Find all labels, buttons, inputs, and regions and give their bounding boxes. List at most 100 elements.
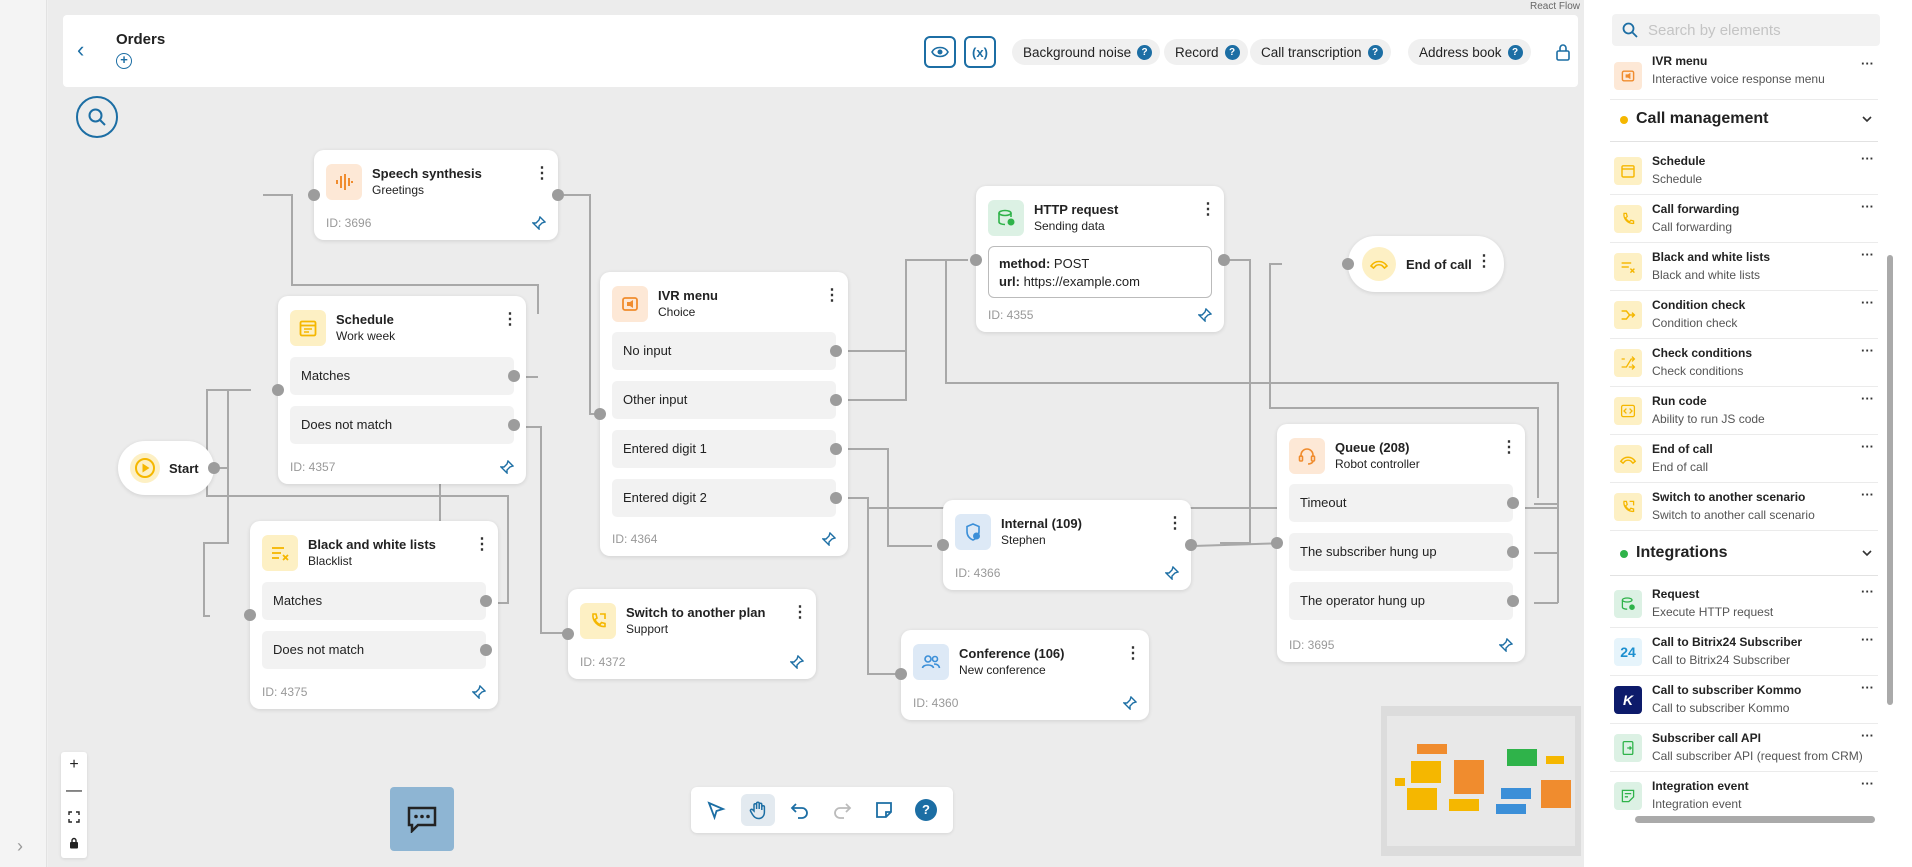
pill-record[interactable]: Record ? bbox=[1164, 39, 1248, 65]
more-icon[interactable]: ··· bbox=[1861, 584, 1874, 599]
output-handle[interactable] bbox=[508, 419, 520, 431]
expand-rail-icon[interactable]: › bbox=[17, 836, 23, 856]
more-icon[interactable]: ··· bbox=[1861, 487, 1874, 502]
panel-item-bitrix24[interactable]: 24 Call to Bitrix24 Subscriber Call to B… bbox=[1610, 628, 1878, 676]
zoom-out-icon[interactable]: — bbox=[66, 782, 82, 799]
input-handle[interactable] bbox=[970, 254, 982, 266]
output-handle[interactable] bbox=[1507, 595, 1519, 607]
more-options-icon[interactable]: ⋮ bbox=[502, 311, 518, 328]
minimap[interactable] bbox=[1381, 706, 1581, 856]
panel-item-kommo[interactable]: K Call to subscriber Kommo Call to subsc… bbox=[1610, 676, 1878, 724]
output-handle[interactable] bbox=[1507, 546, 1519, 558]
output-handle[interactable] bbox=[830, 443, 842, 455]
panel-item-check-conditions[interactable]: Check conditions Check conditions ··· bbox=[1610, 339, 1878, 387]
more-icon[interactable]: ··· bbox=[1861, 151, 1874, 166]
more-icon[interactable]: ··· bbox=[1861, 776, 1874, 791]
output-handle[interactable] bbox=[508, 370, 520, 382]
more-options-icon[interactable]: ⋮ bbox=[1476, 253, 1492, 270]
input-handle[interactable] bbox=[1342, 258, 1354, 270]
help-button[interactable]: ? bbox=[909, 794, 943, 826]
fit-view-icon[interactable] bbox=[61, 804, 87, 830]
more-icon[interactable]: ··· bbox=[1861, 391, 1874, 406]
branch-row[interactable]: Does not match bbox=[290, 406, 514, 444]
node-ivr-menu[interactable]: IVR menu Choice ⋮ No input Other input E… bbox=[594, 272, 848, 556]
pill-call-transcription[interactable]: Call transcription ? bbox=[1250, 39, 1391, 65]
add-icon[interactable]: + bbox=[116, 53, 132, 69]
more-icon[interactable]: ··· bbox=[1861, 199, 1874, 214]
output-handle[interactable] bbox=[830, 492, 842, 504]
redo-button[interactable] bbox=[825, 794, 859, 826]
panel-section-integrations[interactable]: Integrations bbox=[1610, 532, 1878, 576]
branch-row[interactable]: The subscriber hung up bbox=[1289, 533, 1513, 571]
node-start[interactable]: Start bbox=[118, 441, 220, 495]
lock-icon[interactable] bbox=[1555, 43, 1571, 61]
output-handle[interactable] bbox=[480, 644, 492, 656]
branch-row[interactable]: Does not match bbox=[262, 631, 486, 669]
react-flow-attribution[interactable]: React Flow bbox=[1529, 1, 1580, 12]
undo-button[interactable] bbox=[783, 794, 817, 826]
output-handle[interactable] bbox=[830, 345, 842, 357]
panel-item-switch-scenario[interactable]: Switch to another scenario Switch to ano… bbox=[1610, 483, 1878, 531]
panel-item-call-forwarding[interactable]: Call forwarding Call forwarding ··· bbox=[1610, 195, 1878, 243]
pill-background-noise[interactable]: Background noise ? bbox=[1012, 39, 1161, 65]
node-speech-synthesis[interactable]: Speech synthesis Greetings ⋮ ID: 3696 bbox=[308, 150, 564, 240]
panel-item-black-white-lists[interactable]: Black and white lists Black and white li… bbox=[1610, 243, 1878, 291]
more-options-icon[interactable]: ⋮ bbox=[1167, 515, 1183, 532]
canvas-search-button[interactable] bbox=[76, 96, 118, 138]
panel-scrollbar[interactable] bbox=[1887, 255, 1893, 705]
panel-item-condition-check[interactable]: Condition check Condition check ··· bbox=[1610, 291, 1878, 339]
branch-row[interactable]: Matches bbox=[262, 582, 486, 620]
branch-row[interactable]: Matches bbox=[290, 357, 514, 395]
more-options-icon[interactable]: ⋮ bbox=[1501, 439, 1517, 456]
node-internal[interactable]: Internal (109) Stephen ⋮ ID: 4366 bbox=[937, 500, 1197, 590]
node-conference[interactable]: Conference (106) New conference ⋮ ID: 43… bbox=[895, 630, 1149, 720]
more-icon[interactable]: ··· bbox=[1861, 56, 1874, 71]
input-handle[interactable] bbox=[1271, 537, 1283, 549]
node-schedule[interactable]: Schedule Work week ⋮ Matches Does not ma… bbox=[272, 296, 526, 484]
output-handle[interactable] bbox=[480, 595, 492, 607]
input-handle[interactable] bbox=[308, 189, 320, 201]
element-search-input[interactable] bbox=[1648, 21, 1848, 39]
more-options-icon[interactable]: ⋮ bbox=[1125, 645, 1141, 662]
flow-canvas[interactable]: React Flow bbox=[48, 0, 1584, 867]
input-handle[interactable] bbox=[937, 539, 949, 551]
pin-icon[interactable] bbox=[1123, 696, 1137, 710]
branch-row[interactable]: The operator hung up bbox=[1289, 582, 1513, 620]
pin-icon[interactable] bbox=[532, 216, 546, 230]
more-icon[interactable]: ··· bbox=[1861, 632, 1874, 647]
node-switch-plan[interactable]: Switch to another plan Support ⋮ ID: 437… bbox=[562, 589, 816, 679]
pin-icon[interactable] bbox=[1198, 308, 1212, 322]
more-icon[interactable]: ··· bbox=[1861, 247, 1874, 262]
more-icon[interactable]: ··· bbox=[1861, 680, 1874, 695]
input-handle[interactable] bbox=[562, 628, 574, 640]
help-icon[interactable]: ? bbox=[1137, 44, 1153, 60]
help-icon[interactable]: ? bbox=[1507, 44, 1523, 60]
node-http-request[interactable]: HTTP request Sending data ⋮ method: POST… bbox=[970, 186, 1230, 332]
branch-row[interactable]: Entered digit 1 bbox=[612, 430, 836, 468]
more-icon[interactable]: ··· bbox=[1861, 343, 1874, 358]
more-options-icon[interactable]: ⋮ bbox=[474, 536, 490, 553]
panel-item-integration-event[interactable]: Integration event Integration event ··· bbox=[1610, 772, 1878, 812]
node-queue[interactable]: Queue (208) Robot controller ⋮ Timeout T… bbox=[1271, 424, 1525, 662]
variables-button[interactable]: (x) bbox=[964, 36, 996, 68]
more-options-icon[interactable]: ⋮ bbox=[1200, 201, 1216, 218]
more-options-icon[interactable]: ⋮ bbox=[534, 165, 550, 182]
output-handle[interactable] bbox=[1507, 497, 1519, 509]
visibility-toggle-button[interactable] bbox=[924, 36, 956, 68]
panel-item-subscriber-api[interactable]: Subscriber call API Call subscriber API … bbox=[1610, 724, 1878, 772]
pill-address-book[interactable]: Address book ? bbox=[1408, 39, 1531, 65]
zoom-in-icon[interactable]: + bbox=[69, 756, 79, 773]
output-handle[interactable] bbox=[552, 189, 564, 201]
pin-icon[interactable] bbox=[1499, 638, 1513, 652]
output-handle[interactable] bbox=[1185, 539, 1197, 551]
lock-icon[interactable] bbox=[61, 830, 87, 856]
panel-item-end-of-call[interactable]: End of call End of call ··· bbox=[1610, 435, 1878, 483]
more-options-icon[interactable]: ⋮ bbox=[824, 287, 840, 304]
input-handle[interactable] bbox=[272, 384, 284, 396]
panel-item-run-code[interactable]: Run code Ability to run JS code ··· bbox=[1610, 387, 1878, 435]
node-end-of-call[interactable]: End of call ⋮ bbox=[1342, 236, 1504, 292]
branch-row[interactable]: Other input bbox=[612, 381, 836, 419]
output-handle[interactable] bbox=[1218, 254, 1230, 266]
panel-item-ivr-menu[interactable]: IVR menu Interactive voice response menu… bbox=[1610, 52, 1878, 100]
more-icon[interactable]: ··· bbox=[1861, 439, 1874, 454]
